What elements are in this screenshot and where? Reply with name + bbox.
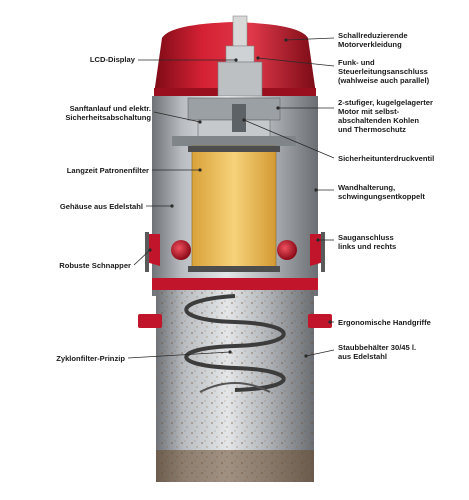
handles (138, 314, 332, 328)
label-control-connection: Funk- und Steuerleitungsanschluss (wahlw… (338, 58, 430, 85)
leader-lines (127, 37, 335, 359)
label-safety-valve: Sicherheitunterdruckventil (338, 154, 435, 163)
label-cyclone: Zyklonfilter-Prinzip (56, 354, 125, 363)
lcd-display-module (217, 15, 263, 97)
label-cartridge-filter: Langzeit Patronenfilter (66, 166, 149, 175)
label-handles: Ergonomische Handgriffe (338, 318, 431, 327)
label-dust-container: Staubbehälter 30/45 l. aus Edelstahl (338, 343, 417, 361)
latches (145, 232, 325, 272)
cyclone-spiral (184, 294, 286, 392)
cyclone-arrows (199, 382, 271, 393)
label-lcd-display: LCD-Display (89, 55, 135, 64)
seal-band (152, 278, 318, 290)
inlet-left (171, 240, 191, 260)
label-motor: 2-stufiger, kugelgelagerter Motor mit se… (338, 98, 433, 134)
label-inlet: Sauganschluss links und rechts (338, 233, 397, 251)
label-motor-cover: Schallreduzierende Motorverkleidung (338, 31, 408, 49)
cartridge-filter (188, 145, 280, 272)
motor (172, 97, 296, 146)
label-soft-start: Sanftanlauf und elektr. Sicherheitsabsch… (65, 104, 151, 122)
label-latches: Robuste Schnapper (59, 261, 131, 270)
label-wall-mount: Wandhalterung, schwingungsentkoppelt (338, 183, 425, 201)
label-housing: Gehäuse aus Edelstahl (59, 202, 143, 211)
inlet-right (277, 240, 297, 260)
dust-container (156, 290, 314, 482)
